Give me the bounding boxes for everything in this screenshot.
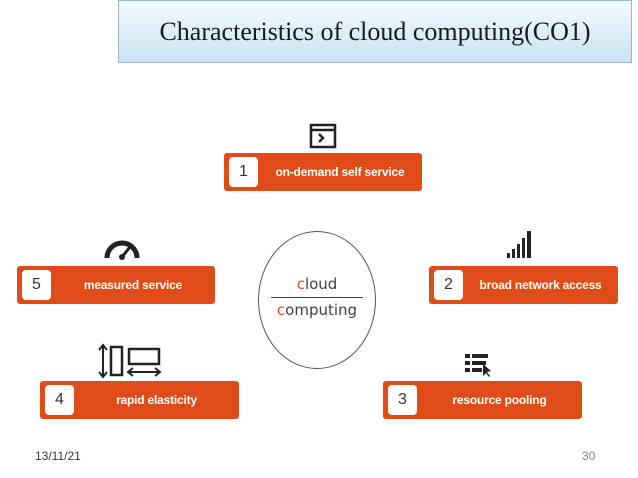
- center-word-computing: computing: [276, 301, 358, 319]
- item-number: 5: [22, 270, 51, 300]
- center-divider: [271, 297, 363, 298]
- gauge-icon: [104, 240, 140, 260]
- item-label: resource pooling: [452, 393, 547, 407]
- item-rapid-elasticity: 4 rapid elasticity: [40, 381, 239, 419]
- item-number: 2: [434, 270, 463, 300]
- item-measured-service: 5 measured service: [17, 266, 215, 304]
- slide-title: Characteristics of cloud computing(CO1): [159, 16, 591, 46]
- item-resource-pooling: 3 resource pooling: [383, 381, 582, 419]
- item-number: 1: [229, 157, 258, 187]
- center-word-cloud: cloud: [296, 275, 338, 293]
- resize-arrows-icon: [98, 343, 162, 379]
- cloud-computing-circle: cloud computing: [258, 231, 376, 369]
- item-label: measured service: [83, 278, 183, 292]
- item-label: rapid elasticity: [116, 393, 197, 407]
- page-number: 30: [582, 449, 596, 463]
- terminal-icon: [309, 123, 337, 149]
- footer-date: 13/11/21: [35, 449, 81, 463]
- title-banner: Characteristics of cloud computing(CO1): [118, 0, 632, 63]
- item-number: 4: [45, 385, 74, 415]
- signal-bars-icon: [507, 231, 531, 258]
- item-on-demand-self-service: 1 on-demand self service: [224, 153, 422, 191]
- item-number: 3: [388, 385, 417, 415]
- item-label: broad network access: [479, 278, 602, 292]
- item-broad-network-access: 2 broad network access: [429, 266, 618, 304]
- resource-list-icon: [465, 354, 491, 377]
- item-label: on-demand self service: [275, 165, 405, 179]
